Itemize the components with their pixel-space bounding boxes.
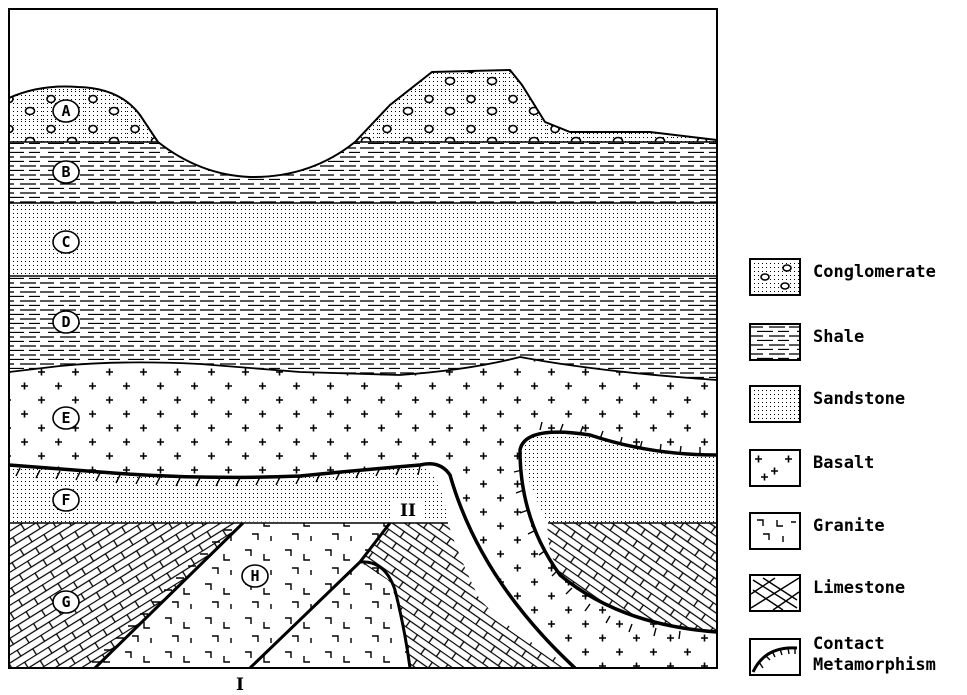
layer-label-e: E — [53, 407, 79, 429]
legend-contact-metamorphism: Contact Metamorphism — [749, 634, 964, 678]
legend-label-limestone: Limestone — [813, 578, 905, 599]
layer-label-h: H — [242, 565, 268, 587]
sandstone-swatch-icon — [749, 385, 801, 423]
legend-label-granite: Granite — [813, 516, 885, 537]
limestone-swatch-icon — [749, 574, 801, 612]
legend-shale: Shale — [749, 323, 964, 367]
legend-label-sandstone: Sandstone — [813, 389, 905, 410]
legend-limestone: Limestone — [749, 574, 964, 618]
legend-label-contact-metamorphism: Contact Metamorphism — [813, 634, 936, 676]
legend-conglomerate: Conglomerate — [749, 258, 964, 302]
layer-label-a: A — [53, 100, 79, 122]
layer-label-c: C — [53, 231, 79, 253]
conglomerate-hill-left — [9, 86, 158, 142]
legend-label-conglomerate: Conglomerate — [813, 262, 936, 283]
svg-text:E: E — [61, 409, 70, 427]
svg-text:F: F — [61, 491, 70, 509]
svg-text:D: D — [61, 313, 70, 331]
marker-i: I — [236, 675, 244, 695]
layer-label-b: B — [53, 161, 79, 183]
svg-text:C: C — [61, 233, 70, 251]
svg-text:G: G — [61, 593, 70, 611]
legend-label-basalt: Basalt — [813, 453, 874, 474]
legend-sandstone: Sandstone — [749, 385, 964, 429]
legend-granite: Granite — [749, 512, 964, 556]
marker-ii: II — [400, 501, 416, 521]
basalt-swatch-icon — [749, 449, 801, 487]
conglomerate-swatch-icon — [749, 258, 801, 296]
svg-text:H: H — [250, 567, 259, 585]
legend-basalt: Basalt — [749, 449, 964, 493]
svg-text:A: A — [61, 102, 70, 120]
contact-metamorphism-swatch-icon — [749, 634, 801, 678]
shale-swatch-icon — [749, 323, 801, 361]
layer-label-f: F — [53, 489, 79, 511]
layer-label-g: G — [53, 591, 79, 613]
legend-label-shale: Shale — [813, 327, 864, 348]
layer-label-d: D — [53, 311, 79, 333]
sandstone-layer-c — [9, 203, 717, 276]
svg-text:B: B — [61, 163, 70, 181]
shale-layer-b — [9, 142, 717, 203]
granite-swatch-icon — [749, 512, 801, 550]
